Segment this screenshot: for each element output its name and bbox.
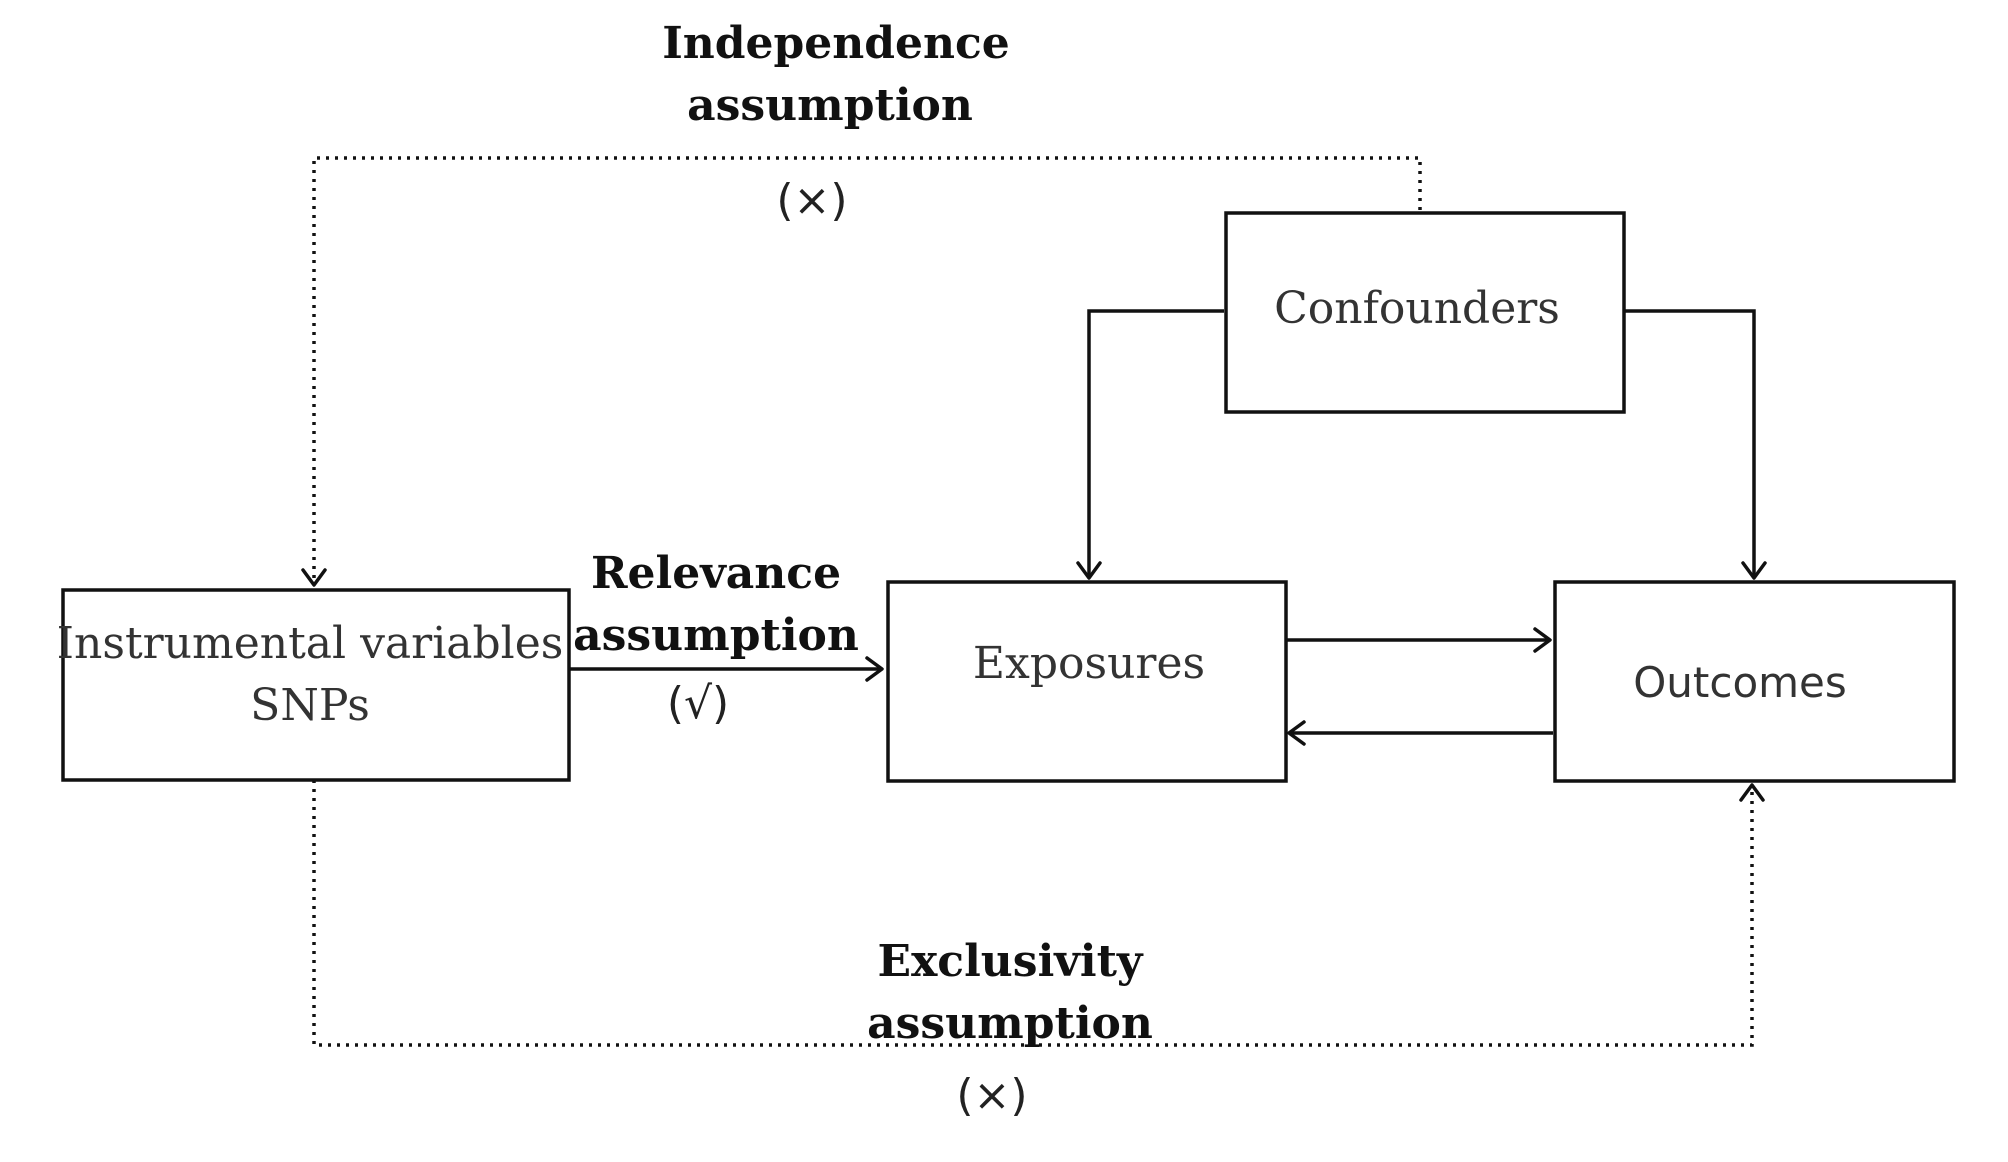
arrowhead-exposures-top <box>1076 561 1102 580</box>
exposures-label: Exposures <box>973 638 1205 689</box>
edge-outcomes-to-exposures <box>1287 720 1553 746</box>
arrowhead-outcomes-top <box>1741 561 1767 580</box>
relevance-title-line1: Relevance <box>591 548 841 599</box>
exclusivity-title-line2: assumption <box>867 998 1153 1049</box>
node-outcomes: Outcomes <box>1553 580 1956 783</box>
exclusivity-title-line1: Exclusivity <box>878 936 1144 987</box>
node-exposures: Exposures <box>886 580 1288 783</box>
independence-title-line2: assumption <box>687 80 973 131</box>
arrowhead-outcomes-bottom <box>1739 783 1765 802</box>
independence-mark: (×) <box>776 175 847 226</box>
node-confounders: Confounders <box>1224 211 1626 414</box>
independence-assumption-label: Independence assumption (×) <box>662 18 1010 226</box>
exclusivity-assumption-label: Exclusivity assumption (×) <box>867 936 1153 1121</box>
instrumental-label-line1: Instrumental variables <box>57 618 564 669</box>
arrowhead-exposures-left <box>865 656 884 682</box>
outcomes-label: Outcomes <box>1633 658 1847 707</box>
edge-exposures-to-outcomes <box>1286 627 1552 653</box>
node-instrumental-variables: Instrumental variables SNPs <box>57 588 571 782</box>
edge-confounders-to-outcomes <box>1622 309 1767 580</box>
relevance-assumption-label: Relevance assumption (√) <box>573 548 859 729</box>
arrowhead-instrumental-top <box>301 568 327 587</box>
arrowhead-outcomes-left <box>1533 627 1552 653</box>
edge-confounders-to-instrumental <box>301 156 1422 587</box>
edge-instrumental-to-outcomes <box>312 780 1765 1047</box>
instrumental-label-line2: SNPs <box>250 680 370 731</box>
relevance-title-line2: assumption <box>573 610 859 661</box>
edge-confounders-to-exposures <box>1076 309 1224 580</box>
arrowhead-exposures-right <box>1287 720 1306 746</box>
exclusivity-mark: (×) <box>956 1070 1027 1121</box>
confounders-label: Confounders <box>1274 283 1560 334</box>
relevance-mark: (√) <box>667 678 729 729</box>
edge-instrumental-to-exposures <box>568 656 884 682</box>
independence-title-line1: Independence <box>662 18 1010 69</box>
